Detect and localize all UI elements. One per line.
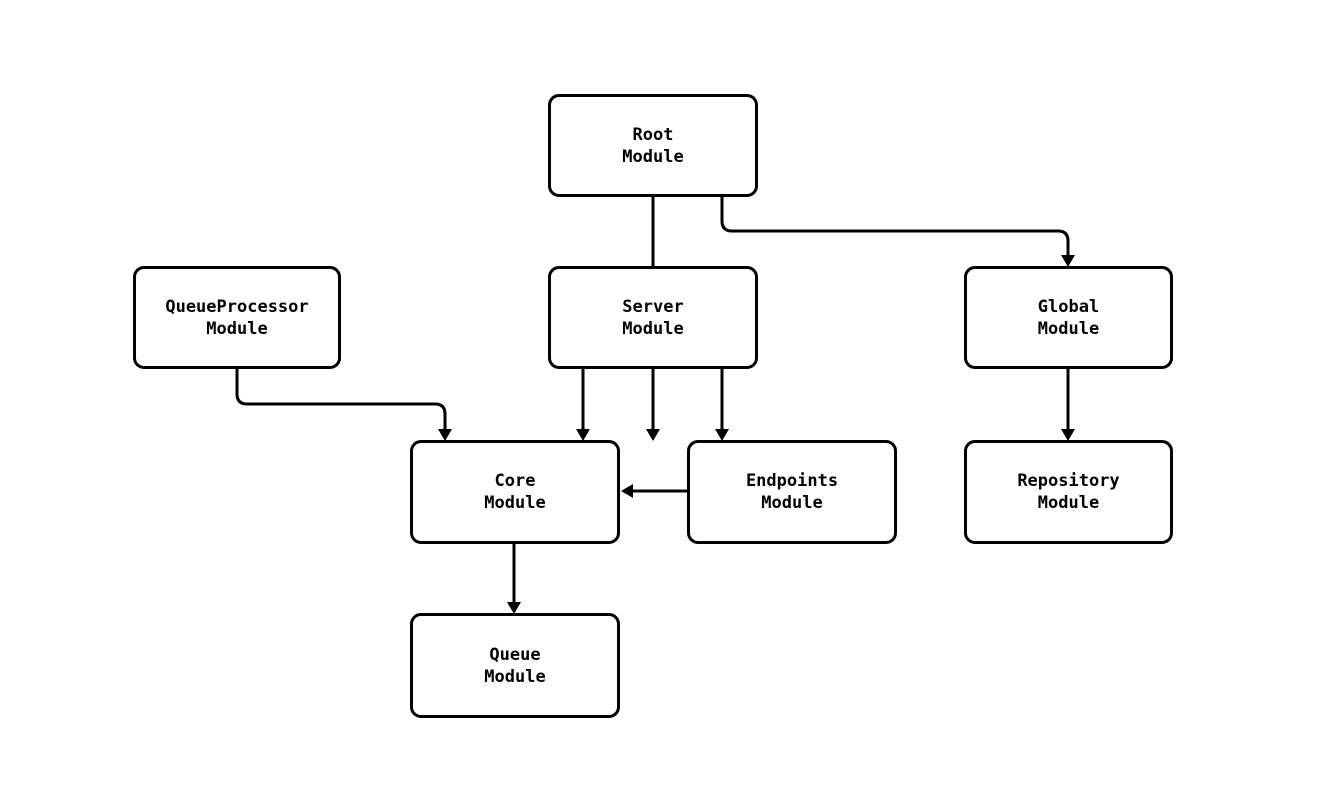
edge-server-to-endpoints <box>715 369 729 441</box>
node-repository-module-line1: Repository <box>1017 471 1120 491</box>
node-queueprocessor-module[interactable]: QueueProcessor Module <box>133 266 341 369</box>
node-repository-module[interactable]: Repository Module <box>964 440 1173 544</box>
node-global-module-line2: Module <box>1037 318 1100 339</box>
node-global-module[interactable]: Global Module <box>964 266 1173 369</box>
node-queue-module[interactable]: Queue Module <box>410 613 620 718</box>
node-endpoints-module-line1: Endpoints <box>745 471 839 491</box>
edge-global-to-repository <box>1061 369 1075 441</box>
node-queue-module-line2: Module <box>484 666 546 687</box>
node-server-module-line2: Module <box>622 318 684 339</box>
edge-endpoints-to-core <box>621 484 687 498</box>
edge-root-to-global <box>720 197 1075 267</box>
node-root-module[interactable]: Root Module <box>548 94 758 197</box>
node-core-module-line1: Core <box>494 471 536 491</box>
node-repository-module-line2: Module <box>1037 493 1100 513</box>
node-global-module-line1: Global <box>1037 296 1100 317</box>
node-queueprocessor-module-line2: Module <box>206 318 268 339</box>
edge-queueprocessor-to-core <box>235 369 452 441</box>
edge-server-to-core <box>576 369 590 441</box>
node-root-module-line2: Module <box>622 146 684 167</box>
edges-group <box>235 197 1075 614</box>
node-server-module-line1: Server <box>622 296 684 317</box>
node-queue-module-line1: Queue <box>489 644 541 665</box>
node-core-module-line2: Module <box>484 493 546 513</box>
node-core-module[interactable]: Core Module <box>410 440 620 544</box>
node-server-module[interactable]: Server Module <box>548 266 758 369</box>
node-queueprocessor-module-line1: QueueProcessor <box>165 296 309 317</box>
node-endpoints-module[interactable]: Endpoints Module <box>687 440 897 544</box>
node-endpoints-module-line2: Module <box>761 493 823 513</box>
edge-core-to-queue <box>507 544 521 614</box>
node-root-module-line1: Root <box>632 124 674 145</box>
